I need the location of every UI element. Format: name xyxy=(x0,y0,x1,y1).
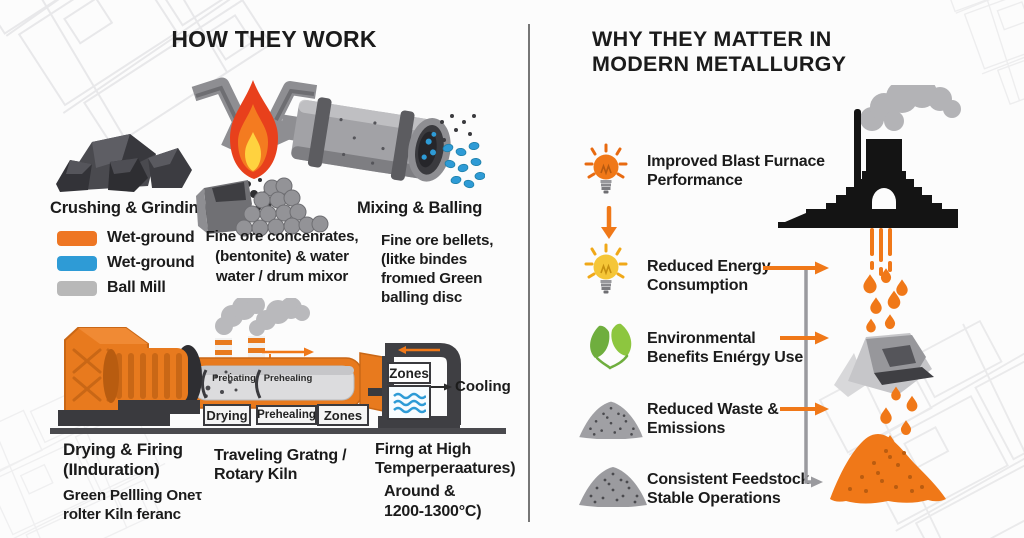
zones-top-chip: Zones xyxy=(387,362,431,384)
benefit-environmental: Environmental Benefits Enıérgy Use xyxy=(647,330,804,367)
crushing-grinding-label: Crushing & Grinding xyxy=(50,199,209,217)
kiln-zone-inner-label-1: Preḣating xyxy=(212,373,256,384)
blast-furnace-illustration xyxy=(778,85,961,504)
benefit-improved-blast-furnace: Improved Blast Furnace Performance xyxy=(647,153,825,190)
legend-label: Wet-ground xyxy=(107,229,195,246)
legend: Wet-ground Wet-ground Ball Mill xyxy=(57,229,195,304)
drum-mixer-illustration xyxy=(280,97,485,189)
legend-item: Wet-ground xyxy=(57,229,195,247)
right-panel-title: WHY THEY MATTER IN MODERN METALLURGY xyxy=(592,27,847,77)
preheating-zone-chip: Prehealing xyxy=(256,405,317,425)
zones-chip: Zones xyxy=(317,404,369,426)
green-pelling-caption: Green Pellling Oneτ rolter Kiln feranc xyxy=(63,487,202,523)
down-arrow-icon xyxy=(601,206,617,239)
benefit-reduced-waste: Reduced Waste & Emissions xyxy=(647,401,779,438)
water-waves-icon xyxy=(393,392,426,413)
kiln-plant-illustration xyxy=(50,298,506,434)
drying-firing-caption: Drying & Firing (IInduration) xyxy=(63,440,183,480)
benefit-reduced-energy: Reduced Energy Consumption xyxy=(647,258,771,295)
pellets-caption: Fine ore bellets, (litke bindes fromıed … xyxy=(381,232,494,306)
powder-pile-icon xyxy=(579,401,643,439)
cooling-water-tank xyxy=(387,385,431,420)
firing-temperature-caption: Firng at High Temperperaatures) xyxy=(375,441,516,478)
mixing-balling-label: Mixing & Balling xyxy=(357,199,483,217)
traveling-grate-caption: Traveling Gratng / Rotary Kiln xyxy=(214,447,347,484)
cooling-label: Cooling xyxy=(455,378,511,395)
leaves-icon xyxy=(590,323,632,370)
lightbulb-yellow-icon xyxy=(584,243,628,294)
drying-zone-chip: Drying xyxy=(203,404,251,426)
ore-rocks-illustration xyxy=(56,134,192,192)
powder-pile-icon xyxy=(579,467,647,507)
flow-connector-arrows xyxy=(763,261,829,488)
legend-swatch-blue xyxy=(57,255,97,271)
lightbulb-orange-icon xyxy=(584,143,628,194)
panel-divider xyxy=(528,24,530,522)
legend-label: Wet-ground xyxy=(107,254,195,271)
legend-item: Ball Mill xyxy=(57,279,194,297)
left-panel-title: HOW THEY WORK xyxy=(171,26,377,52)
legend-swatch-gray xyxy=(57,280,97,296)
flame-hopper-illustration xyxy=(191,77,329,237)
temperature-value-caption: Around & 1200-1300°C) xyxy=(384,483,482,520)
legend-item: Wet-ground xyxy=(57,254,195,272)
legend-swatch-orange xyxy=(57,230,97,246)
kiln-zone-inner-label-2: Prehealing xyxy=(263,373,313,384)
fine-ore-caption: Fine ore concenrates, (bentonite) & wate… xyxy=(205,228,359,285)
benefit-consistent-feedstock: Consistent Feedstock Stable Operations xyxy=(647,471,810,508)
legend-label: Ball Mill xyxy=(107,279,166,296)
